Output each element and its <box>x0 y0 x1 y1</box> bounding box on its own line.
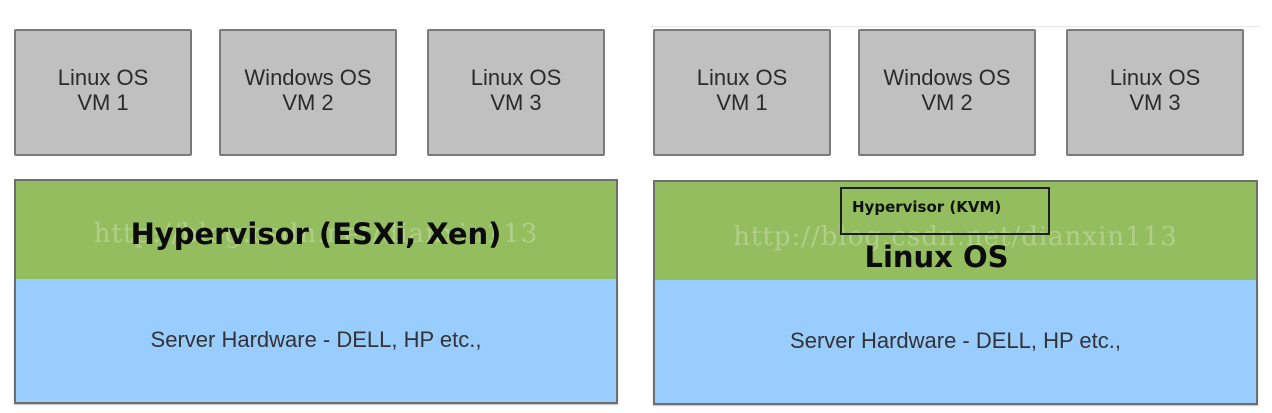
kvm-hypervisor-box: Hypervisor (KVM) <box>840 187 1050 235</box>
vm-id-label: VM 3 <box>1129 89 1181 115</box>
top-divider-line <box>651 26 1260 27</box>
vm-id-label: VM 1 <box>77 89 129 115</box>
vm-id-label: VM 3 <box>490 89 542 115</box>
host-os-title: Linux OS <box>864 240 1009 274</box>
vm-id-label: VM 2 <box>282 89 334 115</box>
right-vm-3: Linux OS VM 3 <box>1066 29 1244 156</box>
vm-id-label: VM 1 <box>716 89 768 115</box>
hardware-label: Server Hardware - DELL, HP etc., <box>150 327 482 352</box>
vm-os-label: Windows OS <box>883 64 1011 90</box>
right-hardware-layer: Server Hardware - DELL, HP etc., <box>653 280 1258 405</box>
kvm-hypervisor-label: Hypervisor (KVM) <box>852 198 1002 216</box>
left-vm-3: Linux OS VM 3 <box>427 29 605 156</box>
left-vm-1: Linux OS VM 1 <box>14 29 192 156</box>
right-host-os-layer: http://blog.csdn.net/dianxin113 Hypervis… <box>653 180 1258 281</box>
vm-os-label: Linux OS <box>57 64 149 90</box>
vm-os-label: Linux OS <box>696 64 788 90</box>
vm-os-label: Linux OS <box>470 64 562 90</box>
right-vm-2: Windows OS VM 2 <box>858 29 1036 156</box>
vm-id-label: VM 2 <box>921 89 973 115</box>
hypervisor-title: Hypervisor (ESXi, Xen) <box>130 217 502 251</box>
left-vm-2: Windows OS VM 2 <box>219 29 397 156</box>
hardware-label: Server Hardware - DELL, HP etc., <box>790 328 1121 353</box>
right-vm-1: Linux OS VM 1 <box>653 29 831 156</box>
left-hardware-layer: Server Hardware - DELL, HP etc., <box>14 279 618 404</box>
vm-os-label: Linux OS <box>1109 64 1201 90</box>
vm-os-label: Windows OS <box>244 64 372 90</box>
left-hypervisor-layer: http://blog.csdn.net/dianxin113 Hypervis… <box>14 179 618 280</box>
